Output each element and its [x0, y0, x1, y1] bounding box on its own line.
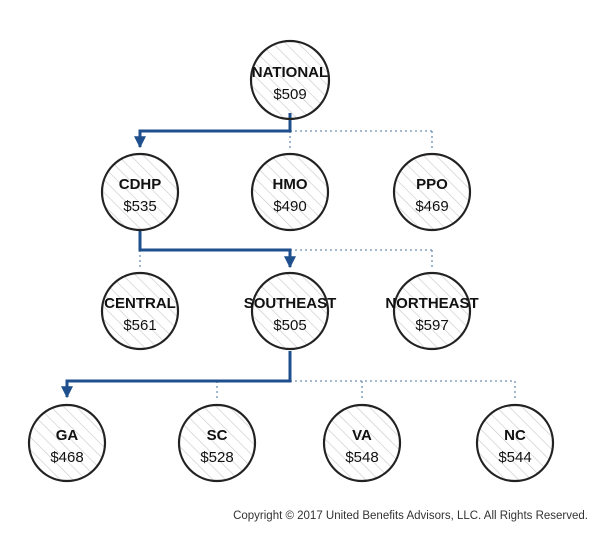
node-ga-value: $468 — [50, 449, 83, 466]
node-northeast-value: $597 — [415, 317, 448, 334]
path-cdhp-to-southeast — [138, 231, 296, 269]
node-sc-name: SC — [207, 427, 228, 444]
node-cdhp-value: $535 — [123, 198, 156, 215]
copyright-notice: Copyright © 2017 United Benefits Advisor… — [233, 510, 588, 522]
node-ppo-name: PPO — [416, 176, 448, 193]
node-sc: SC $528 — [177, 403, 257, 483]
node-sc-value: $528 — [200, 449, 233, 466]
node-ppo-value: $469 — [415, 198, 448, 215]
node-hmo-value: $490 — [273, 198, 306, 215]
node-va: VA $548 — [322, 403, 402, 483]
node-national-name: NATIONAL — [252, 64, 328, 81]
node-nc: NC $544 — [475, 403, 555, 483]
node-southeast-value: $505 — [273, 317, 306, 334]
node-cdhp-name: CDHP — [119, 176, 162, 193]
node-central: CENTRAL $561 — [100, 271, 180, 351]
path-national-to-cdhp — [134, 113, 292, 149]
node-hmo-name: HMO — [273, 176, 308, 193]
node-va-name: VA — [352, 427, 372, 444]
dotted-connectors — [139, 130, 516, 398]
node-central-value: $561 — [123, 317, 156, 334]
node-nc-name: NC — [504, 427, 526, 444]
node-nc-value: $544 — [498, 449, 531, 466]
node-ga-name: GA — [56, 427, 79, 444]
node-southeast-name: SOUTHEAST — [244, 295, 337, 312]
node-southeast: SOUTHEAST $505 — [244, 271, 337, 351]
node-northeast-name: NORTHEAST — [385, 295, 478, 312]
node-hmo: HMO $490 — [250, 152, 330, 232]
node-ga: GA $468 — [27, 403, 107, 483]
node-ppo: PPO $469 — [392, 152, 472, 232]
path-southeast-to-ga — [61, 351, 292, 399]
node-national-value: $509 — [273, 86, 306, 103]
node-national: NATIONAL $509 — [249, 39, 331, 121]
highlighted-path — [61, 113, 296, 399]
node-northeast: NORTHEAST $597 — [385, 271, 479, 351]
node-cdhp: CDHP $535 — [100, 152, 180, 232]
node-central-name: CENTRAL — [104, 295, 176, 312]
node-va-value: $548 — [345, 449, 378, 466]
